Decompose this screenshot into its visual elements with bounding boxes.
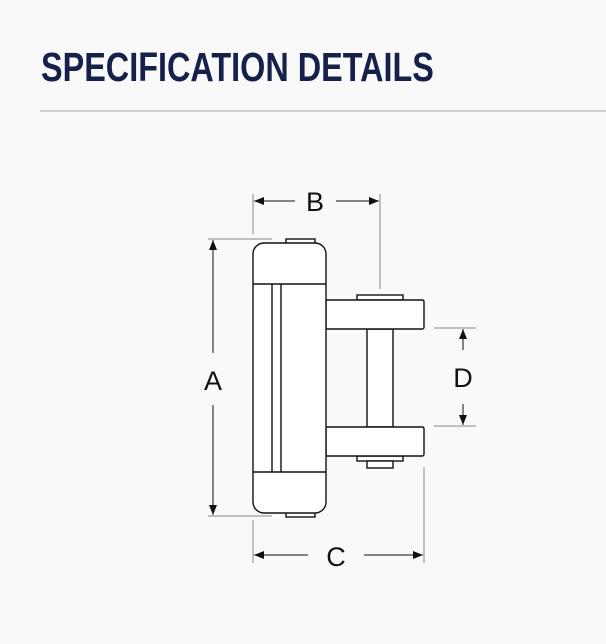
bottom-washer bbox=[356, 455, 404, 462]
top-arm bbox=[325, 299, 425, 330]
dimension-lines bbox=[208, 194, 476, 563]
part-drawing bbox=[252, 238, 425, 518]
bottom-arm bbox=[325, 426, 425, 457]
dimension-label-b: B bbox=[306, 187, 324, 217]
roller-body bbox=[252, 242, 327, 514]
page-title: SPECIFICATION DETAILS bbox=[41, 44, 434, 90]
bottom-nut bbox=[366, 460, 394, 469]
dimension-label-c: C bbox=[326, 542, 346, 572]
top-washer bbox=[356, 294, 404, 301]
dimension-label-a: A bbox=[204, 366, 222, 396]
connecting-pin bbox=[366, 328, 394, 428]
divider bbox=[40, 110, 606, 112]
dimension-arrows bbox=[209, 197, 467, 559]
dimension-label-d: D bbox=[453, 363, 473, 393]
